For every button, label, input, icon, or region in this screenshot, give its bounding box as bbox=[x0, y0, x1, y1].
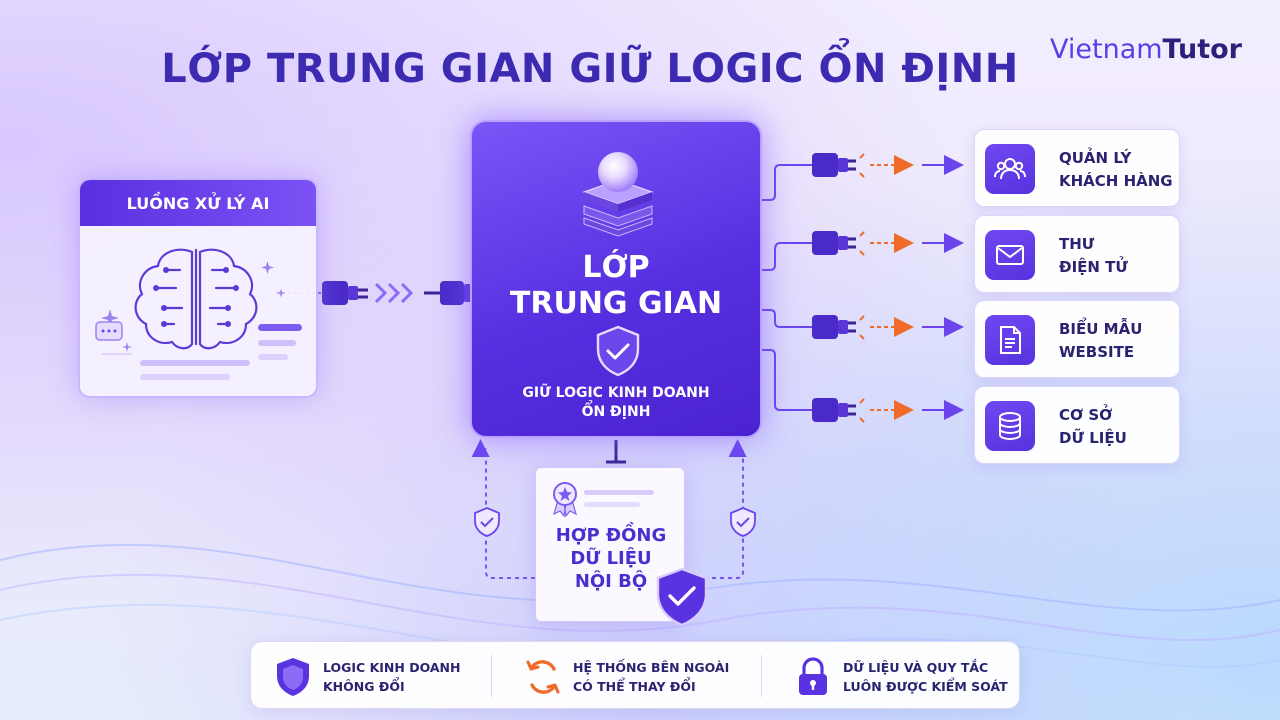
shield-check-icon bbox=[656, 567, 708, 627]
chevron-flow-icon bbox=[374, 282, 414, 304]
brain-circuit-icon bbox=[95, 248, 302, 380]
form-document-icon bbox=[1000, 326, 1021, 354]
target-label: THƯ ĐIỆN TỬ bbox=[1059, 233, 1177, 279]
certificate-icon bbox=[553, 482, 577, 518]
shield-check-icon bbox=[596, 325, 640, 377]
contract-title: HỢP ĐỒNG DỮ LIỆU NỘI BỘ bbox=[536, 524, 686, 593]
target-database: CƠ SỞ DỮ LIỆU bbox=[974, 386, 1180, 464]
feature-text: DỮ LIỆU VÀ QUY TẮC LUÔN ĐƯỢC KIỂM SOÁT bbox=[843, 658, 1023, 696]
target-email: THƯ ĐIỆN TỬ bbox=[974, 215, 1180, 293]
feature-divider bbox=[761, 655, 762, 697]
target-label-line-2: ĐIỆN TỬ bbox=[1059, 258, 1128, 276]
document-lines bbox=[584, 490, 654, 507]
refresh-icon bbox=[526, 660, 560, 694]
logo-part-1: Vietnam bbox=[1050, 34, 1163, 65]
target-crm: QUẢN LÝ KHÁCH HÀNG bbox=[974, 129, 1180, 207]
contract-title-line-3: NỘI BỘ bbox=[574, 571, 648, 592]
page-title: LỚP TRUNG GIAN GIỮ LOGIC ỔN ĐỊNH bbox=[161, 46, 1019, 92]
target-label-line-2: DỮ LIỆU bbox=[1059, 429, 1127, 447]
logo-part-2: Tutor bbox=[1162, 34, 1242, 65]
target-label-line-1: QUẢN LÝ bbox=[1059, 149, 1132, 167]
plug-row-1 bbox=[812, 153, 964, 178]
database-icon bbox=[999, 412, 1021, 441]
feature-external-changeable: HỆ THỐNG BÊN NGOÀI CÓ THỂ THAY ĐỔI bbox=[501, 642, 763, 710]
background-wave bbox=[0, 573, 1280, 641]
middle-layer-title: LỚP TRUNG GIAN bbox=[472, 250, 760, 322]
shield-check-icon bbox=[730, 507, 756, 537]
target-icon-box bbox=[985, 230, 1035, 280]
middle-layer-subtitle-line-1: GIỮ LOGIC KINH DOANH bbox=[522, 385, 710, 401]
shield-check-icon bbox=[474, 507, 500, 537]
middle-layer-subtitle-line-2: ỔN ĐỊNH bbox=[581, 404, 651, 420]
middle-layer-title-line-1: LỚP bbox=[582, 250, 650, 285]
middle-layer-subtitle: GIỮ LOGIC KINH DOANH ỔN ĐỊNH bbox=[472, 384, 760, 422]
feedback-arrow-right bbox=[712, 439, 747, 579]
middle-layer-title-line-2: TRUNG GIAN bbox=[509, 286, 723, 321]
feature-bar: LOGIC KINH DOANH KHÔNG ĐỔI HỆ THỐNG BÊN … bbox=[250, 641, 1020, 709]
target-label-line-2: WEBSITE bbox=[1059, 343, 1135, 361]
target-label-line-1: THƯ bbox=[1059, 235, 1095, 253]
feature-divider bbox=[491, 655, 492, 697]
feature-text-line-2: LUÔN ĐƯỢC KIỂM SOÁT bbox=[843, 679, 1008, 694]
ai-flow-panel: LUỒNG XỬ LÝ AI bbox=[78, 178, 318, 398]
plug-row-4 bbox=[812, 398, 964, 423]
target-label-line-2: KHÁCH HÀNG bbox=[1059, 172, 1173, 190]
lock-icon bbox=[799, 657, 827, 695]
target-label: BIỂU MẪU WEBSITE bbox=[1059, 318, 1177, 364]
target-label: CƠ SỞ DỮ LIỆU bbox=[1059, 404, 1177, 450]
plug-left-icon bbox=[322, 281, 368, 305]
contract-title-line-1: HỢP ĐỒNG bbox=[555, 525, 667, 546]
mail-icon bbox=[996, 245, 1024, 265]
target-icon-box bbox=[985, 144, 1035, 194]
plug-row-2 bbox=[812, 231, 964, 256]
feature-text: LOGIC KINH DOANH KHÔNG ĐỔI bbox=[323, 658, 503, 696]
plug-row-3 bbox=[812, 315, 964, 340]
users-icon bbox=[994, 158, 1026, 180]
middle-layer-box: LỚP TRUNG GIAN GIỮ LOGIC KINH DOANH ỔN Đ… bbox=[470, 120, 762, 438]
feedback-arrow-left bbox=[471, 439, 535, 579]
feature-text-line-1: DỮ LIỆU VÀ QUY TẮC bbox=[843, 660, 989, 675]
target-icon-box bbox=[985, 401, 1035, 451]
feature-text-line-1: HỆ THỐNG BÊN NGOÀI bbox=[573, 660, 730, 675]
feature-text-line-2: CÓ THỂ THAY ĐỔI bbox=[573, 679, 696, 694]
target-label-line-1: BIỂU MẪU bbox=[1059, 320, 1143, 338]
feature-text-line-1: LOGIC KINH DOANH bbox=[323, 660, 461, 675]
brand-logo: VietnamTutor bbox=[1050, 34, 1242, 65]
ai-panel-header: LUỒNG XỬ LÝ AI bbox=[80, 180, 316, 226]
layers-orb-icon bbox=[582, 152, 654, 237]
branch-connectors bbox=[762, 164, 812, 411]
target-icon-box bbox=[985, 315, 1035, 365]
feature-text: HỆ THỐNG BÊN NGOÀI CÓ THỂ THAY ĐỔI bbox=[573, 658, 753, 696]
feature-stable-logic: LOGIC KINH DOANH KHÔNG ĐỔI bbox=[251, 642, 491, 710]
internal-data-contract: HỢP ĐỒNG DỮ LIỆU NỘI BỘ bbox=[535, 467, 708, 627]
target-label-line-1: CƠ SỞ bbox=[1059, 406, 1113, 424]
feature-text-line-2: KHÔNG ĐỔI bbox=[323, 679, 405, 694]
feature-data-controlled: DỮ LIỆU VÀ QUY TẮC LUÔN ĐƯỢC KIỂM SOÁT bbox=[771, 642, 1021, 710]
contract-title-line-2: DỮ LIỆU bbox=[570, 548, 652, 569]
target-label: QUẢN LÝ KHÁCH HÀNG bbox=[1059, 147, 1177, 193]
plug-socket-icon bbox=[424, 281, 472, 305]
shield-icon bbox=[277, 658, 309, 696]
target-web-form: BIỂU MẪU WEBSITE bbox=[974, 300, 1180, 378]
